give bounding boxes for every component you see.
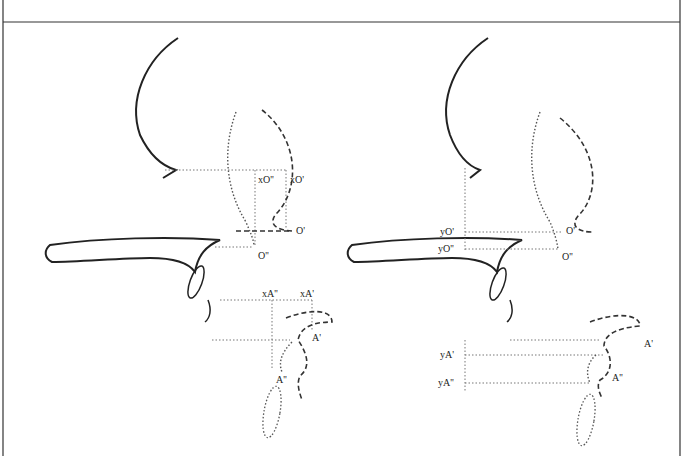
point-label: O'' bbox=[562, 251, 573, 263]
point-label: xO'' bbox=[258, 174, 274, 186]
point-label: xO' bbox=[290, 174, 304, 186]
point-label: A' bbox=[644, 338, 653, 350]
point-label: yA'' bbox=[438, 377, 454, 389]
left-panel bbox=[46, 38, 332, 439]
point-label: A'' bbox=[612, 372, 623, 384]
point-label: A' bbox=[312, 332, 321, 344]
point-label: xA'' bbox=[262, 288, 278, 300]
point-label: A'' bbox=[276, 374, 287, 386]
frame bbox=[3, 0, 680, 456]
right-panel bbox=[348, 38, 640, 447]
point-label: xA' bbox=[300, 288, 314, 300]
point-label: O' bbox=[566, 225, 575, 237]
point-label: yA' bbox=[440, 349, 454, 361]
point-label: yO' bbox=[440, 226, 454, 238]
point-label: yO'' bbox=[438, 243, 454, 255]
point-label: O'' bbox=[258, 250, 269, 262]
point-label: O' bbox=[296, 225, 305, 237]
